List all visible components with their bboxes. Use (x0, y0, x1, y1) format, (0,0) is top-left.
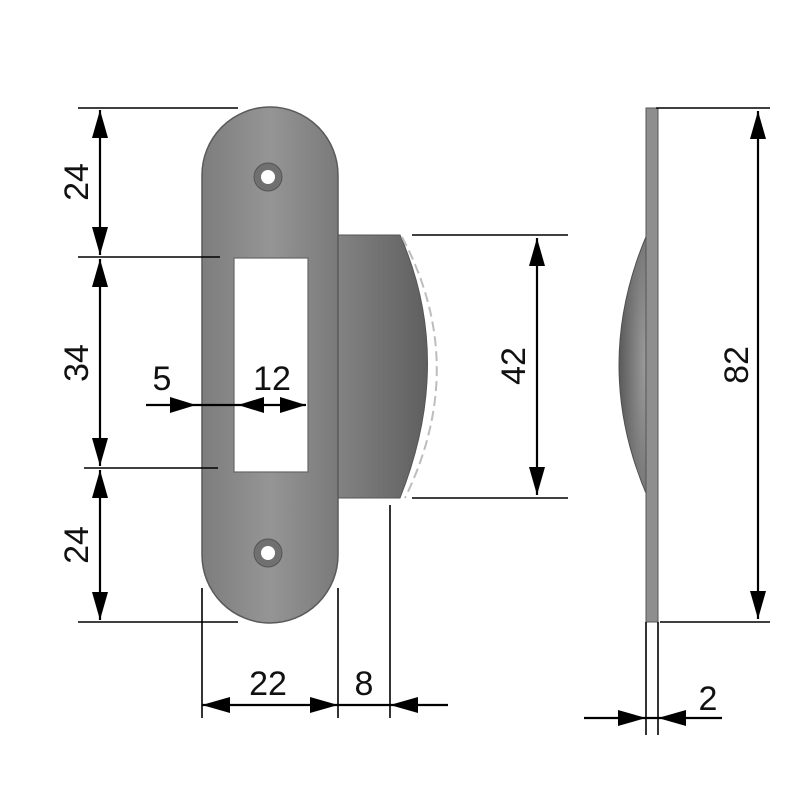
side-view (618, 107, 659, 623)
dim-plate-width: 22 (249, 665, 287, 703)
strike-lip (319, 234, 428, 499)
dim-lip-depth: 8 (355, 665, 374, 703)
dim-slot-height: 34 (58, 344, 96, 382)
latch-slot (233, 257, 309, 473)
dim-bottom-height: 24 (58, 526, 96, 564)
side-plate-profile (645, 107, 659, 623)
dim-total-height: 82 (718, 346, 756, 384)
strike-lip-edge (401, 236, 438, 499)
front-view (201, 106, 438, 624)
dim-top-height: 24 (58, 163, 96, 201)
screw-hole-bottom (253, 538, 283, 568)
dimension-labels: 24 34 24 5 12 42 82 22 8 2 (58, 163, 756, 718)
dimension-lines (78, 107, 770, 735)
dim-slot-width: 12 (253, 360, 291, 398)
dim-slot-offset: 5 (153, 360, 172, 398)
dim-thickness: 2 (699, 680, 718, 718)
screw-hole-top (253, 162, 283, 192)
dim-lip-height: 42 (495, 347, 533, 385)
side-lip-profile (618, 231, 649, 499)
